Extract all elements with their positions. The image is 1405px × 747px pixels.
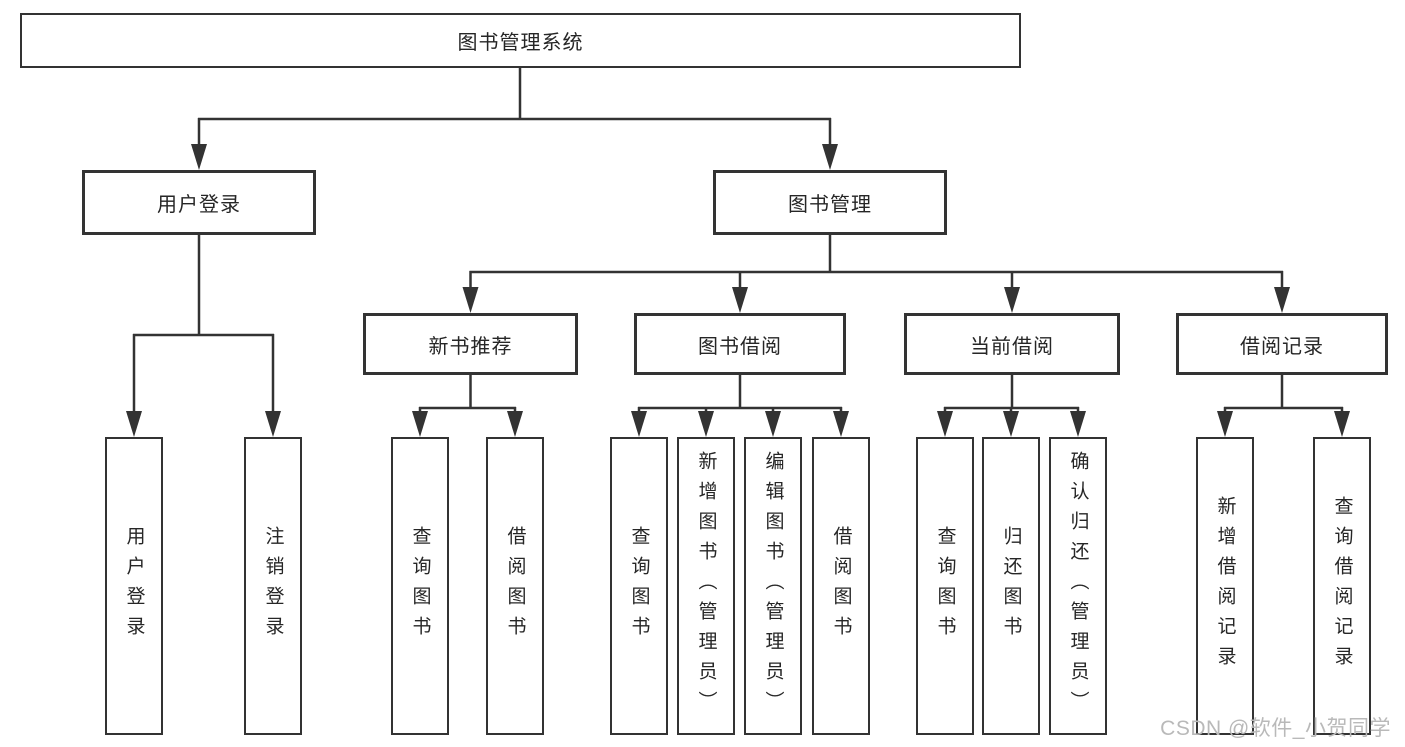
csdn-watermark: CSDN @软件_小贺同学 xyxy=(1160,717,1391,740)
leaf-add-books-admin-label: 新增图书（管理员） xyxy=(695,451,717,721)
arrow-icon xyxy=(631,411,647,437)
leaf-query-books-current: 查询图书 xyxy=(916,437,974,735)
arrow-icon xyxy=(1334,411,1350,437)
node-root-system: 图书管理系统 xyxy=(20,13,1021,68)
node-book-management-label: 图书管理 xyxy=(788,194,872,216)
arrow-icon xyxy=(1217,411,1233,437)
node-new-book-recommendation: 新书推荐 xyxy=(363,313,578,375)
leaf-user-login-label: 用户登录 xyxy=(123,526,145,646)
arrow-icon xyxy=(1070,411,1086,437)
leaf-logout: 注销登录 xyxy=(244,437,302,735)
node-new-book-recommendation-label: 新书推荐 xyxy=(428,335,513,358)
leaf-edit-books-admin: 编辑图书（管理员） xyxy=(744,437,802,735)
arrow-icon xyxy=(937,411,953,437)
leaf-query-borrow-record: 查询借阅记录 xyxy=(1313,437,1371,735)
arrow-icon xyxy=(822,144,838,170)
leaf-query-books-borrow-label: 查询图书 xyxy=(628,526,650,646)
node-book-borrowing-label: 图书借阅 xyxy=(698,335,782,358)
leaf-confirm-return-admin-label: 确认归还（管理员） xyxy=(1067,451,1089,721)
leaf-add-borrow-record: 新增借阅记录 xyxy=(1196,437,1254,735)
node-borrowing-records-label: 借阅记录 xyxy=(1240,335,1324,358)
leaf-borrow-books-recommend-label: 借阅图书 xyxy=(504,526,526,646)
arrow-icon xyxy=(462,287,479,313)
node-user-login: 用户登录 xyxy=(82,170,316,235)
arrow-icon xyxy=(191,144,207,170)
leaf-return-books-label: 归还图书 xyxy=(1000,526,1022,646)
node-book-borrowing: 图书借阅 xyxy=(634,313,846,375)
leaf-user-login: 用户登录 xyxy=(105,437,163,735)
leaf-query-books-recommend: 查询图书 xyxy=(391,437,449,735)
arrow-icon xyxy=(507,411,523,437)
arrow-icon xyxy=(1003,411,1019,437)
node-root-label: 图书管理系统 xyxy=(457,32,584,54)
leaf-query-books-borrow: 查询图书 xyxy=(610,437,668,735)
node-user-login-label: 用户登录 xyxy=(157,194,241,216)
arrow-icon xyxy=(412,411,428,437)
arrow-icon xyxy=(732,287,748,313)
leaf-query-borrow-record-label: 查询借阅记录 xyxy=(1331,496,1353,676)
node-current-borrowing: 当前借阅 xyxy=(904,313,1120,375)
leaf-borrow-books-recommend: 借阅图书 xyxy=(486,437,544,735)
arrow-icon xyxy=(265,411,281,437)
arrow-icon xyxy=(833,411,849,437)
node-current-borrowing-label: 当前借阅 xyxy=(970,335,1054,358)
leaf-query-books-recommend-label: 查询图书 xyxy=(409,526,431,646)
arrow-icon xyxy=(1274,287,1290,313)
arrow-icon xyxy=(1004,287,1020,313)
arrow-icon xyxy=(698,411,714,437)
node-borrowing-records: 借阅记录 xyxy=(1176,313,1388,375)
leaf-edit-books-admin-label: 编辑图书（管理员） xyxy=(762,451,784,721)
leaf-logout-label: 注销登录 xyxy=(262,526,284,646)
leaf-confirm-return-admin: 确认归还（管理员） xyxy=(1049,437,1107,735)
leaf-add-borrow-record-label: 新增借阅记录 xyxy=(1214,496,1236,676)
leaf-return-books: 归还图书 xyxy=(982,437,1040,735)
leaf-borrow-books-label: 借阅图书 xyxy=(830,526,852,646)
node-book-management: 图书管理 xyxy=(713,170,947,235)
leaf-borrow-books: 借阅图书 xyxy=(812,437,870,735)
leaf-add-books-admin: 新增图书（管理员） xyxy=(677,437,735,735)
arrowhead-icons xyxy=(126,144,1350,437)
connector-segments xyxy=(132,68,1344,415)
arrow-icon xyxy=(765,411,781,437)
arrow-icon xyxy=(126,411,142,437)
leaf-query-books-current-label: 查询图书 xyxy=(934,526,956,646)
